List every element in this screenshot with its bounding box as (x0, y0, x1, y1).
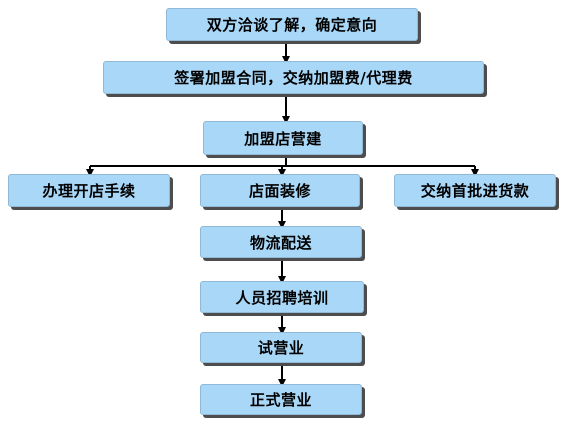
step-first-stock-payment: 交纳首批进货款 (394, 174, 556, 207)
step-opening-procedures: 办理开店手续 (8, 174, 170, 207)
step-logistics-delivery: 物流配送 (200, 226, 362, 258)
step-trial-operation: 试营业 (200, 332, 362, 363)
step-staff-recruit-training: 人员招聘培训 (200, 281, 364, 313)
step-store-decoration: 店面装修 (200, 174, 360, 207)
step-official-opening: 正式营业 (200, 384, 362, 415)
step-store-construction: 加盟店营建 (203, 121, 363, 155)
step-sign-contract-pay-fee: 签署加盟合同，交纳加盟费/代理费 (103, 61, 484, 94)
step-negotiate-intent: 双方洽谈了解，确定意向 (166, 8, 418, 41)
